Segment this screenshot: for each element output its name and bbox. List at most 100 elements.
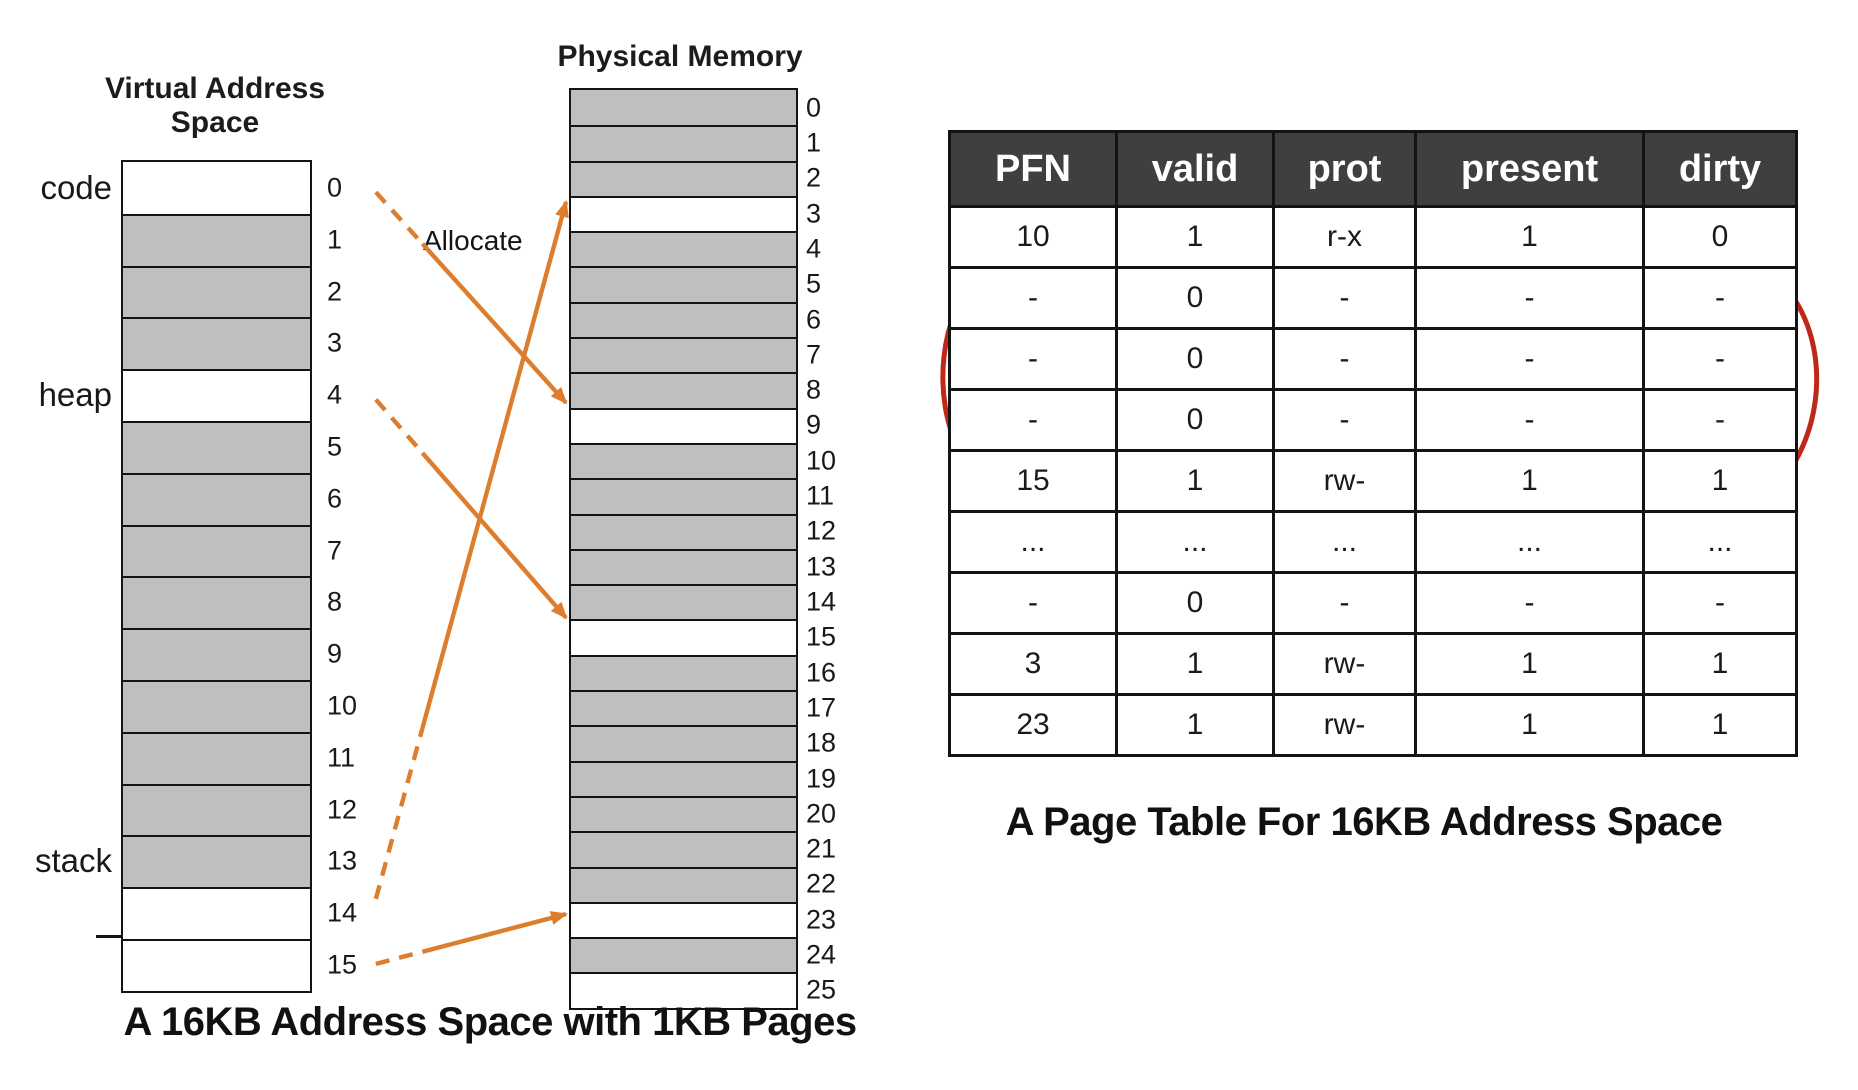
page-table-cell-r7-c2: rw- — [1275, 635, 1414, 693]
allocate-arrow-vpn4-to-pfn15-shaft — [420, 451, 568, 620]
page-table-header-dirty: dirty — [1645, 133, 1795, 205]
page-table-cell-r4-c3: 1 — [1417, 452, 1642, 510]
physical-frame-10 — [571, 442, 796, 479]
page-table-cell-r1-c0: - — [951, 269, 1115, 327]
page-table-cell-r4-c4: 1 — [1645, 452, 1795, 510]
physical-frame-number-15: 15 — [806, 621, 837, 652]
physical-frame-number-4: 4 — [806, 233, 822, 264]
allocate-arrow-vpn4-to-pfn15-dash — [374, 398, 425, 455]
virtual-page-number-7: 7 — [327, 535, 343, 565]
virtual-page-number-3: 3 — [327, 327, 343, 358]
virtual-page-6 — [123, 472, 310, 525]
page-table-cell-r6-c0: - — [951, 574, 1115, 632]
physical-frame-20 — [571, 795, 796, 832]
page-table-cell-r4-c1: 1 — [1118, 452, 1272, 510]
physical-frame-2 — [571, 160, 796, 196]
page-table-cell-r6-c4: - — [1645, 574, 1795, 632]
page-table-cell-r3-c2: - — [1275, 391, 1414, 449]
page-table-header-PFN: PFN — [951, 133, 1115, 205]
physical-frame-5 — [571, 266, 796, 302]
physical-frame-0 — [571, 90, 796, 126]
virtual-page-number-8: 8 — [327, 586, 343, 617]
address-space-caption: A 16KB Address Space with 1KB Pages — [123, 1000, 857, 1044]
allocate-arrow-vpn15-to-pfn23-shaft — [421, 911, 568, 954]
page-table-cell-r0-c4: 0 — [1645, 208, 1795, 266]
physical-frame-number-25: 25 — [806, 974, 837, 1005]
physical-frame-1 — [571, 125, 796, 161]
page-table-header-prot: prot — [1275, 133, 1414, 205]
physical-frame-4 — [571, 231, 796, 267]
page-table-cell-r3-c0: - — [951, 391, 1115, 449]
page-table-cell-r0-c2: r-x — [1275, 208, 1414, 266]
virtual-page-0 — [123, 162, 310, 214]
physical-frame-number-8: 8 — [806, 374, 822, 405]
physical-frame-number-14: 14 — [806, 586, 837, 617]
physical-frame-11 — [571, 478, 796, 514]
physical-frame-number-3: 3 — [806, 198, 822, 229]
physical-frame-number-11: 11 — [806, 480, 835, 511]
physical-frame-number-9: 9 — [806, 409, 822, 440]
stack-boundary-tick — [96, 935, 123, 938]
page-table-header-present: present — [1417, 133, 1642, 205]
physical-frame-number-5: 5 — [806, 268, 822, 299]
virtual-page-number-6: 6 — [327, 483, 343, 514]
page-table-cell-r5-c4: ... — [1645, 513, 1795, 571]
physical-frame-13 — [571, 548, 796, 585]
page-table-cell-r1-c2: - — [1275, 269, 1414, 327]
page-table-cell-r5-c3: ... — [1417, 513, 1642, 571]
virtual-address-space-title-line1: Virtual Address — [104, 72, 326, 105]
page-table-cell-r6-c3: - — [1417, 574, 1642, 632]
page-table-cell-r0-c1: 1 — [1118, 208, 1272, 266]
page-table-cell-r7-c0: 3 — [951, 635, 1115, 693]
page-table-cell-r8-c3: 1 — [1417, 696, 1642, 754]
page-table-cell-r5-c1: ... — [1118, 513, 1272, 571]
physical-frame-number-22: 22 — [806, 868, 837, 899]
physical-frame-number-17: 17 — [806, 692, 837, 723]
virtual-page-12 — [123, 783, 310, 836]
virtual-page-number-5: 5 — [327, 431, 343, 462]
allocate-arrow-vpn14-to-pfn3-shaft — [420, 200, 569, 729]
virtual-page-8 — [123, 576, 310, 629]
region-label-code: code — [40, 168, 112, 206]
physical-frame-22 — [571, 866, 796, 902]
allocate-arrow-vpn14-to-pfn3-dash — [373, 727, 425, 900]
allocate-label: Allocate — [423, 225, 523, 256]
page-table-caption: A Page Table For 16KB Address Space — [1005, 800, 1723, 844]
allocate-arrow-vpn0-to-pfn9-dash — [374, 190, 425, 246]
virtual-page-11 — [123, 731, 310, 784]
virtual-page-13 — [123, 835, 310, 888]
page-table-cell-r8-c0: 23 — [951, 696, 1115, 754]
page-table-cell-r0-c3: 1 — [1417, 208, 1642, 266]
physical-frame-number-19: 19 — [806, 763, 837, 794]
virtual-page-number-4: 4 — [327, 379, 343, 410]
page-table-cell-r1-c3: - — [1417, 269, 1642, 327]
page-table-cell-r5-c0: ... — [951, 513, 1115, 571]
allocate-arrows — [373, 190, 569, 967]
virtual-page-1 — [123, 213, 310, 266]
virtual-page-number-15: 15 — [327, 949, 358, 980]
page-table-cell-r7-c1: 1 — [1118, 635, 1272, 693]
page-table-cell-r6-c2: - — [1275, 574, 1414, 632]
page-table-cell-r7-c4: 1 — [1645, 635, 1795, 693]
page-table-cell-r2-c4: - — [1645, 330, 1795, 388]
physical-frame-number-2: 2 — [806, 162, 822, 193]
physical-frame-18 — [571, 725, 796, 761]
physical-frame-19 — [571, 760, 796, 796]
physical-frame-12 — [571, 513, 796, 549]
page-table-cell-r6-c1: 0 — [1118, 574, 1272, 632]
physical-frame-15 — [571, 619, 796, 655]
page-table-cell-r8-c4: 1 — [1645, 696, 1795, 754]
physical-frame-number-12: 12 — [806, 515, 837, 546]
page-table-cell-r8-c2: rw- — [1275, 696, 1414, 754]
physical-frame-24 — [571, 937, 796, 973]
physical-frame-23 — [571, 901, 796, 938]
virtual-page-4 — [123, 369, 310, 421]
physical-memory-title: Physical Memory — [557, 40, 803, 73]
virtual-page-9 — [123, 628, 310, 680]
physical-frame-number-7: 7 — [806, 339, 822, 370]
page-table-cell-r2-c1: 0 — [1118, 330, 1272, 388]
page-table-cell-r5-c2: ... — [1275, 513, 1414, 571]
page-table-cell-r7-c3: 1 — [1417, 635, 1642, 693]
region-label-heap: heap — [38, 376, 112, 414]
